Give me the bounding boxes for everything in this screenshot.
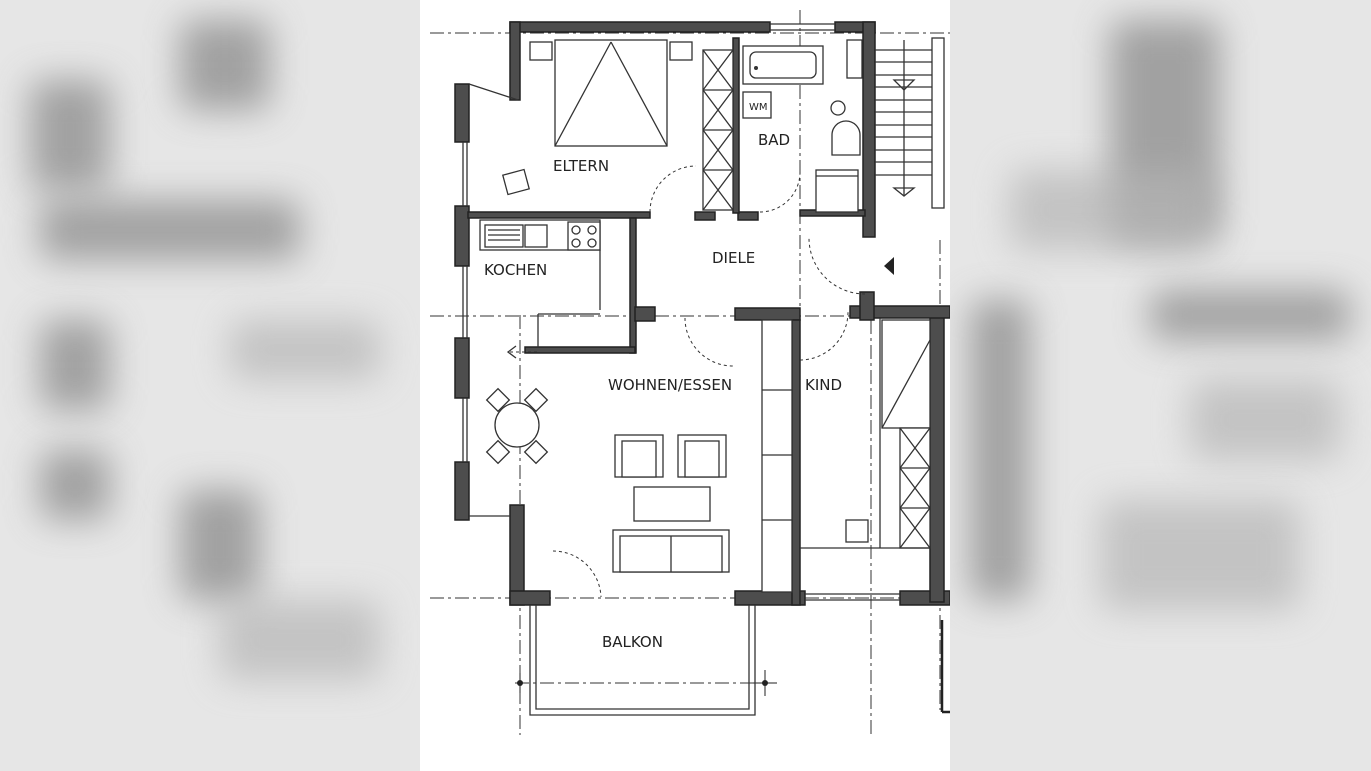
sink bbox=[484, 224, 524, 248]
toilet bbox=[831, 120, 861, 156]
room-label-wm: WM bbox=[749, 102, 768, 113]
coffee-table bbox=[633, 486, 711, 522]
room-label-kind: KIND bbox=[805, 376, 842, 394]
kitchen-pass-arrow bbox=[506, 345, 538, 359]
doors bbox=[510, 165, 866, 598]
backdrop-right bbox=[950, 0, 1371, 771]
kind-furniture bbox=[800, 318, 931, 549]
floor-plan: ELTERN BAD WM KOCHEN DIELE WOHNEN/ESSEN … bbox=[420, 0, 950, 771]
room-label-diele: DIELE bbox=[712, 249, 755, 267]
balcony bbox=[529, 605, 756, 716]
wohnen-furniture bbox=[485, 319, 793, 593]
walls bbox=[454, 21, 950, 606]
staircase bbox=[875, 37, 945, 209]
entrance-arrow-icon bbox=[884, 257, 894, 275]
bad-furniture bbox=[742, 39, 863, 213]
chair bbox=[501, 168, 531, 196]
kochen-furniture bbox=[479, 219, 601, 348]
room-label-eltern: ELTERN bbox=[553, 157, 609, 175]
room-label-wohnen-essen: WOHNEN/ESSEN bbox=[608, 376, 732, 394]
eltern-furniture bbox=[501, 39, 734, 211]
room-label-balkon: BALKON bbox=[602, 633, 663, 651]
single-bed bbox=[881, 319, 931, 429]
desk-chair bbox=[845, 519, 869, 543]
shower bbox=[815, 169, 859, 213]
room-label-bad: BAD bbox=[758, 131, 790, 149]
windows bbox=[462, 23, 900, 601]
washing-machine bbox=[742, 91, 772, 119]
edge-marker bbox=[940, 620, 950, 714]
dining-table bbox=[494, 402, 540, 448]
shelf bbox=[761, 319, 793, 593]
backdrop-left bbox=[0, 0, 420, 771]
room-label-kochen: KOCHEN bbox=[484, 261, 547, 279]
reference-markers bbox=[517, 670, 777, 696]
double-bed bbox=[554, 39, 668, 147]
